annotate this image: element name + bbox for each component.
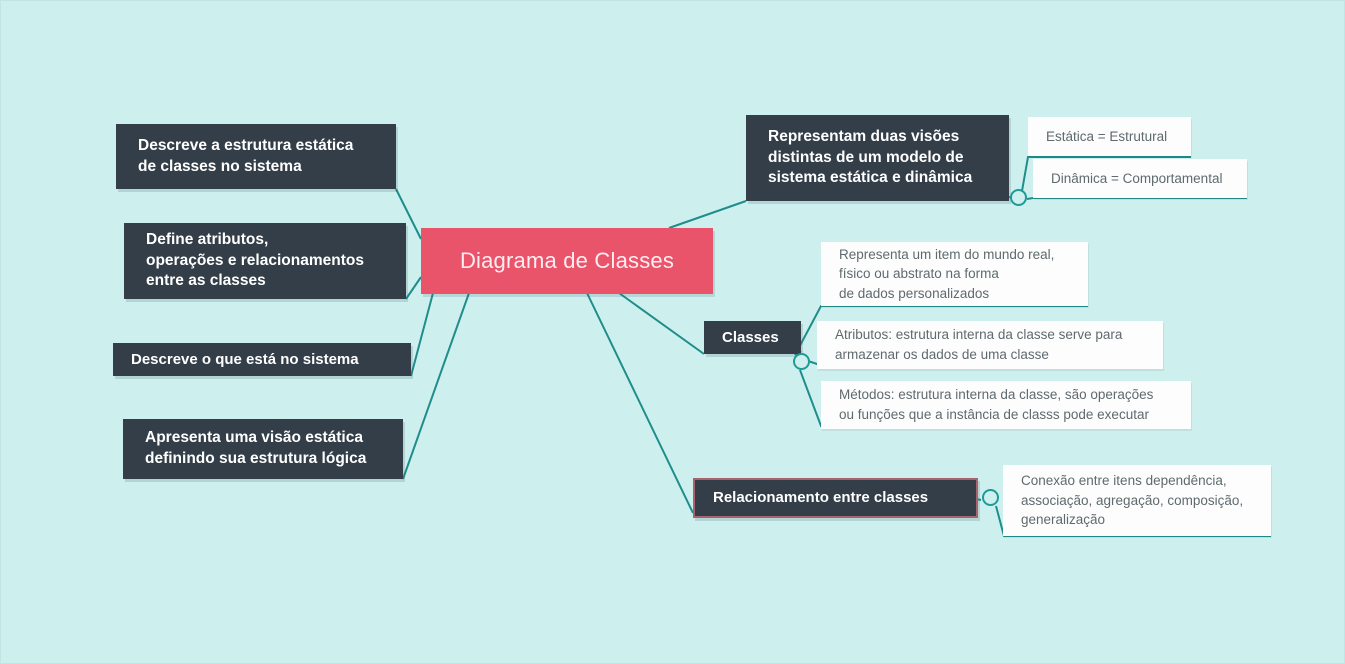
branch-line: Descreve a estrutura estática — [138, 136, 354, 154]
link-root-representam — [668, 200, 747, 229]
branch-descreve-sistema[interactable]: Descreve o que está no sistema — [113, 343, 411, 376]
branch-line: Apresenta uma visão estática — [145, 429, 363, 447]
leaf-line: físico ou abstrato na forma — [839, 266, 999, 282]
leaf-estatica-estrutural[interactable]: Estática = Estrutural — [1028, 117, 1191, 156]
link-root-apresenta-visao — [402, 292, 470, 480]
leaf-classes-atributos[interactable]: Atributos: estrutura interna da classe s… — [817, 321, 1163, 369]
leaf-line: Estática = Estrutural — [1046, 128, 1168, 144]
branch-line: distintas de um modelo de — [768, 148, 964, 166]
leaf-relacionamento-conexao[interactable]: Conexão entre itens dependência, associa… — [1003, 465, 1271, 536]
leaf-line: Conexão entre itens dependência, — [1021, 473, 1227, 489]
leaf-line: associação, agregação, composição, — [1021, 492, 1244, 508]
leaf-classes-representa-item[interactable]: Representa um item do mundo real, físico… — [821, 242, 1088, 306]
leaf-line: Dinâmica = Comportamental — [1051, 170, 1223, 186]
branch-classes[interactable]: Classes — [704, 321, 801, 354]
collapse-knob-classes[interactable] — [793, 353, 810, 370]
root-node[interactable]: Diagrama de Classes — [421, 228, 713, 294]
collapse-knob-representam[interactable] — [1010, 189, 1027, 206]
leaf-classes-metodos[interactable]: Métodos: estrutura interna da classe, sã… — [821, 381, 1191, 429]
link-root-descreve-sistema — [410, 292, 434, 377]
branch-line: operações e relacionamentos — [146, 251, 364, 269]
branch-line: de classes no sistema — [138, 157, 302, 175]
leaf-line: armazenar os dados de uma classe — [835, 347, 1049, 362]
link-root-classes — [618, 292, 705, 355]
branch-line: definindo sua estrutura lógica — [145, 450, 367, 467]
root-node-label: Diagrama de Classes — [459, 248, 675, 273]
link-dinamica — [1026, 197, 1247, 200]
leaf-line: ou funções que a instância de classs pod… — [839, 407, 1149, 422]
branch-line: Classes — [722, 328, 779, 346]
branch-line: entre as classes — [146, 272, 266, 290]
link-root-relacionamento — [586, 292, 694, 514]
branch-line: sistema estática e dinâmica — [768, 169, 973, 187]
leaf-dinamica-comportamental[interactable]: Dinâmica = Comportamental — [1033, 159, 1247, 198]
branch-line: Representam duas visões — [768, 128, 960, 146]
branch-apresenta-visao[interactable]: Apresenta uma visão estática definindo s… — [123, 419, 403, 479]
branch-line: Relacionamento entre classes — [713, 489, 929, 507]
leaf-line: Métodos: estrutura interna da classe, sã… — [839, 387, 1154, 403]
leaf-line: generalização — [1021, 512, 1106, 528]
leaf-line: de dados personalizados — [839, 285, 990, 301]
leaf-line: Atributos: estrutura interna da classe s… — [835, 327, 1123, 343]
branch-representam-visoes[interactable]: Representam duas visões distintas de um … — [746, 115, 1009, 201]
leaf-line: Representa um item do mundo real, — [839, 246, 1055, 262]
branch-line: Descreve o que está no sistema — [131, 350, 359, 368]
branch-descreve-estrutura[interactable]: Descreve a estrutura estática de classes… — [116, 124, 396, 189]
branch-line: Define atributos, — [146, 231, 269, 249]
link-root-define-atributos — [405, 276, 422, 300]
branch-define-atributos[interactable]: Define atributos, operações e relacionam… — [124, 223, 406, 299]
branch-relacionamento-entre-classes[interactable]: Relacionamento entre classes — [693, 478, 978, 518]
collapse-knob-relacionamento[interactable] — [982, 489, 999, 506]
